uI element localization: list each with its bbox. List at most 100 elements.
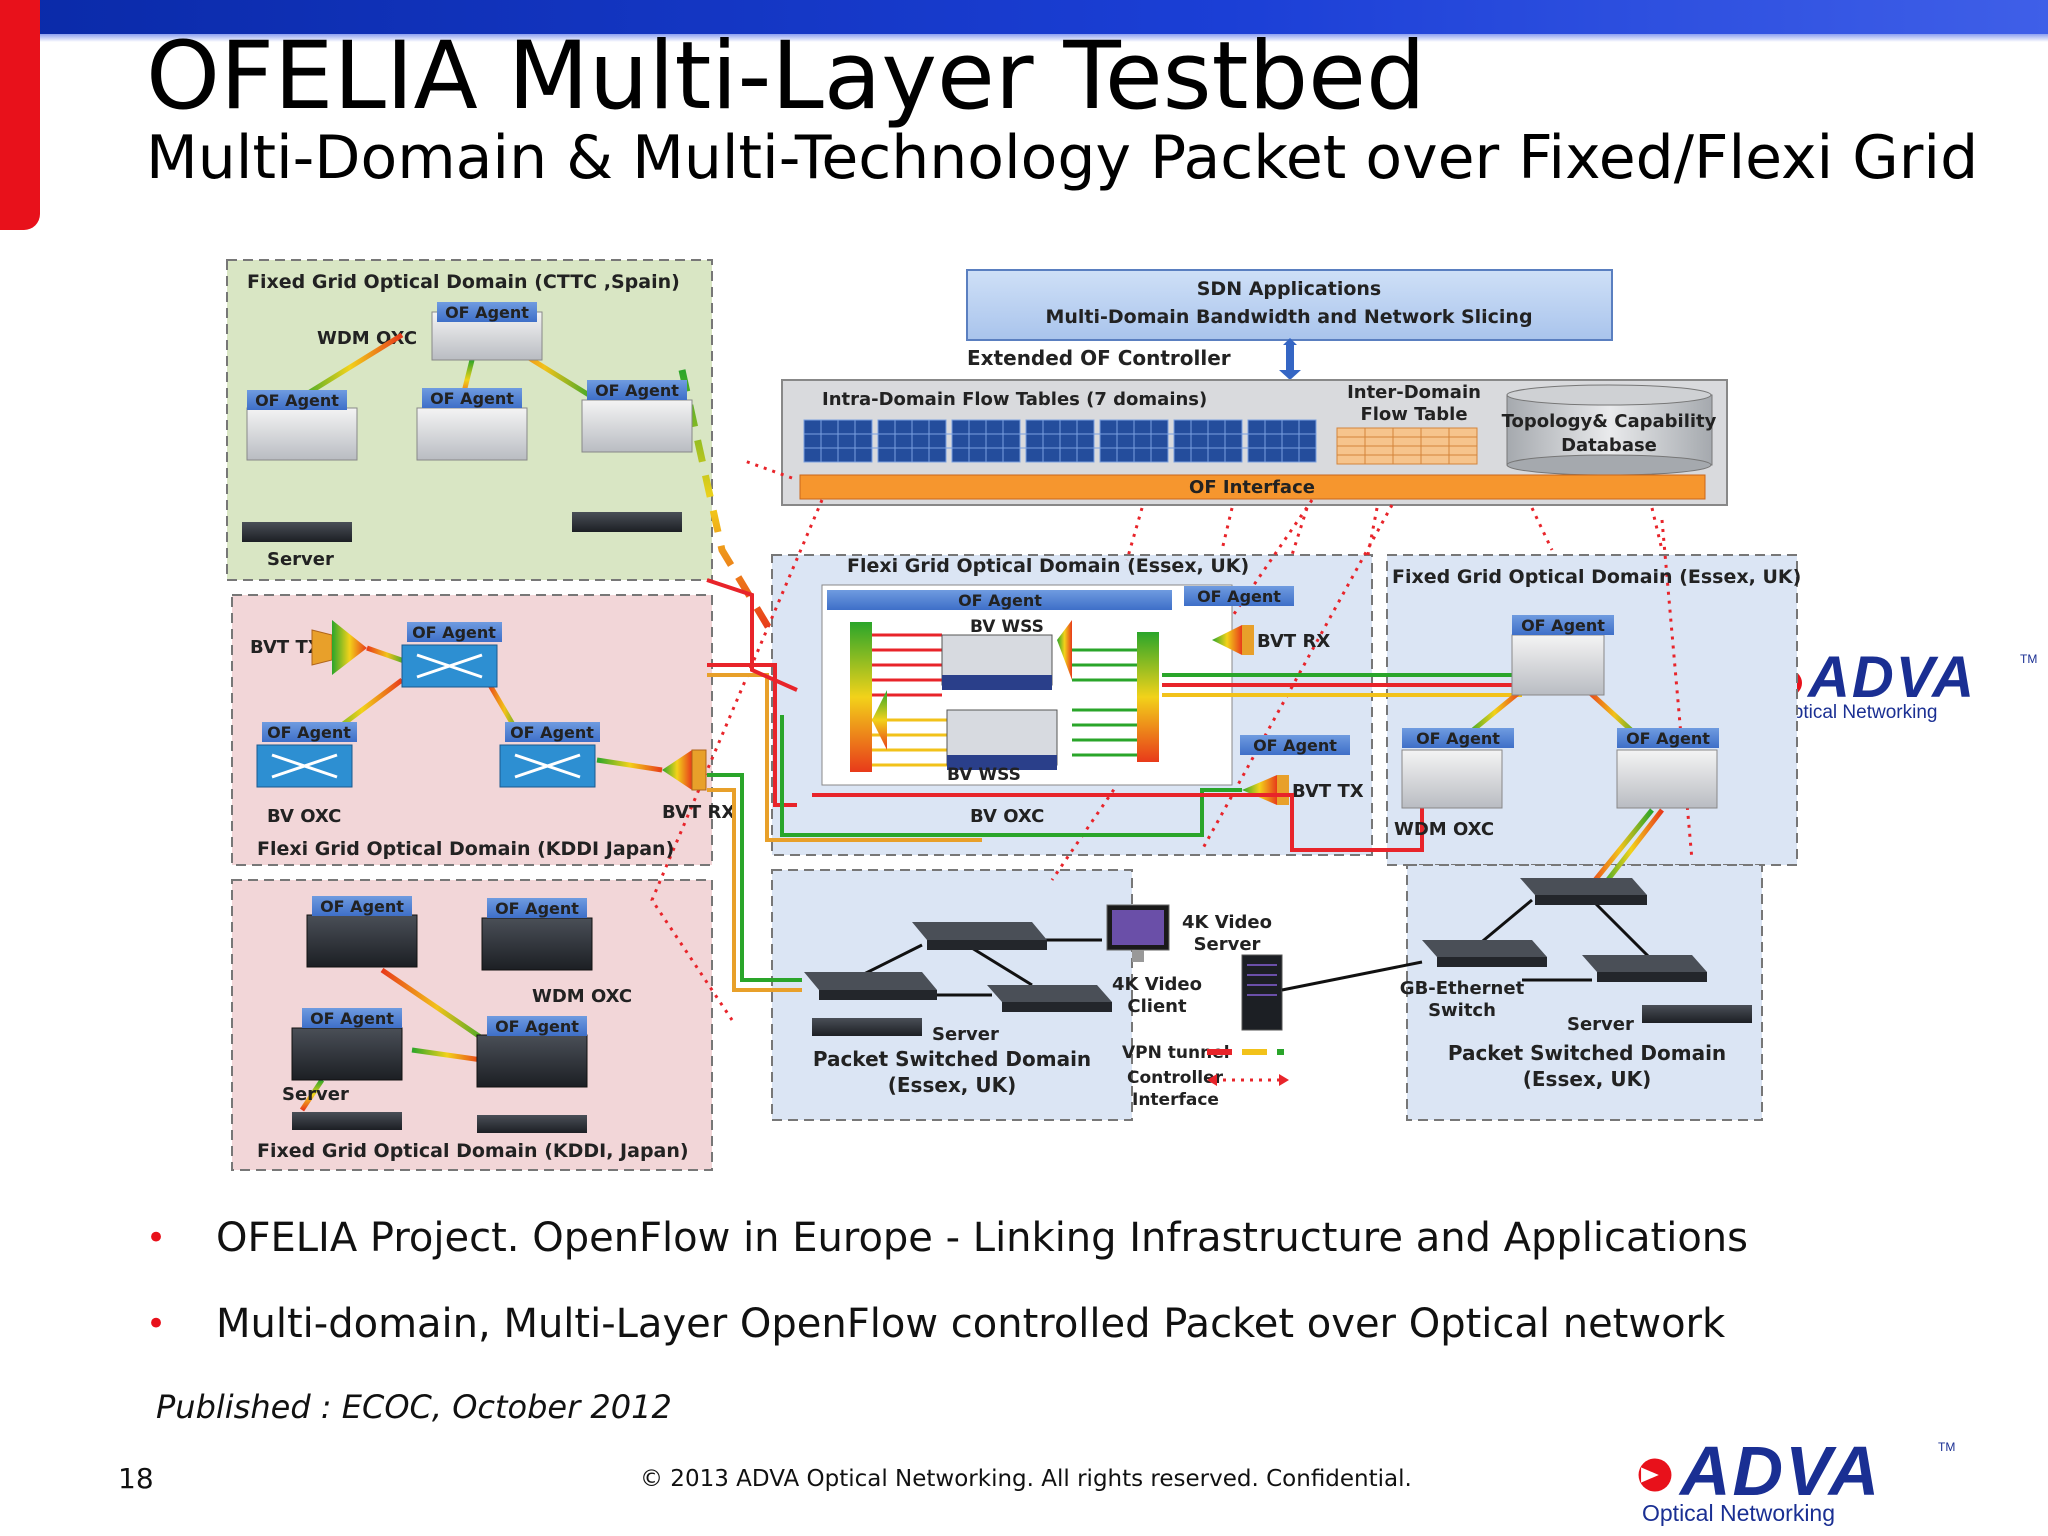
- sdn-applications-box: [966, 269, 1613, 341]
- essex-fixed-title: Fixed Grid Optical Domain (Essex, UK): [1392, 566, 1801, 588]
- packet-right-switch-right-icon: [1582, 955, 1707, 982]
- bullet-item: • Multi-domain, Multi-Layer OpenFlow con…: [146, 1298, 1946, 1384]
- of-agent-badge: [437, 302, 537, 322]
- cttc-wdm-oxc-right: OF Agent: [581, 380, 693, 453]
- kddi-bvt-tx-icon: [311, 629, 333, 666]
- kddi-flexi-bvt-tx-label: BVT TX: [250, 637, 322, 658]
- intra-flow-tables: [803, 419, 1317, 463]
- legend-vpn-label: VPN tunnel: [1122, 1043, 1230, 1063]
- legend-arrow-right-icon: [1279, 1074, 1289, 1086]
- inter-domain-label: Inter-Domain: [1347, 382, 1481, 403]
- of-agent-label: OF Agent: [255, 391, 339, 410]
- packet-right-switch-top-icon: [1520, 878, 1647, 905]
- packet-left-server-label: Server: [932, 1024, 999, 1045]
- kddi-wdm-oxc-d: OF Agent: [476, 1016, 588, 1088]
- bullet-text: OFELIA Project. OpenFlow in Europe - Lin…: [216, 1215, 1748, 1261]
- topology-label: Topology& Capability: [1502, 411, 1717, 432]
- essex-bv-wss-top-icon: [941, 634, 1053, 690]
- cttc-wdm-label: WDM OXC: [317, 328, 417, 349]
- of-agent-label: OF Agent: [958, 591, 1042, 610]
- domain-essex-fixed-box: [1386, 554, 1798, 866]
- video-server-rack-icon: [1241, 954, 1283, 1031]
- of-agent-label: OF Agent: [495, 1017, 579, 1036]
- packet-left-title: Packet Switched Domain: [813, 1047, 1091, 1071]
- adva-logo-mid: ADVA TM Optical Networking: [1774, 645, 2038, 728]
- published-note: Published : ECOC, October 2012: [156, 1388, 672, 1426]
- legend-controller-line2: Interface: [1132, 1090, 1219, 1110]
- essex-bvt-rx-label: BVT RX: [1257, 631, 1330, 652]
- of-agent-label: OF Agent: [310, 1009, 394, 1028]
- of-agent-badge: [1617, 728, 1719, 748]
- essex-mux-arrows: [872, 633, 1137, 767]
- cttc-wdm-oxc-mid: OF Agent: [416, 388, 528, 461]
- video-client-monitor-icon: [1106, 904, 1170, 962]
- kddi-bv-oxc-top: OF Agent: [401, 622, 502, 688]
- of-agent-label: OF Agent: [1521, 616, 1605, 635]
- of-agent-badge: [487, 1016, 587, 1036]
- top-banner: [0, 0, 2048, 34]
- essex-bvt-tx-icon: [1277, 775, 1289, 805]
- packet-right-server-label: Server: [1567, 1014, 1634, 1035]
- essex-mux-left-icon: [850, 622, 872, 772]
- testbed-diagram: SDN Applications Multi-Domain Bandwidth …: [226, 259, 1801, 1171]
- essex-wdm-oxc-left: OF Agent: [1401, 728, 1514, 809]
- of-agent-badge: [262, 722, 357, 742]
- packet-right-switch-left-icon: [1422, 940, 1547, 967]
- essex-flexi-title: Flexi Grid Optical Domain (Essex, UK): [847, 555, 1249, 577]
- of-agent-badge: [312, 896, 412, 916]
- essex-bvt-rx-cone-icon: [1212, 625, 1242, 655]
- of-agent-badge: [1240, 735, 1350, 755]
- video-client-line1: 4K Video: [1112, 974, 1202, 995]
- essex-wdm-oxc-top: OF Agent: [1511, 615, 1614, 696]
- bullet-list: • OFELIA Project. OpenFlow in Europe - L…: [146, 1212, 1946, 1384]
- database-label: Database: [1561, 435, 1657, 456]
- of-interface-label: OF Interface: [1189, 477, 1315, 498]
- essex-lens-b-icon: [1057, 620, 1072, 680]
- of-agent-badge: [247, 390, 347, 410]
- essex-lens-a-icon: [872, 690, 887, 750]
- cttc-title: Fixed Grid Optical Domain (CTTC ,Spain): [247, 271, 680, 293]
- of-agent-label: OF Agent: [1416, 729, 1500, 748]
- essex-fixed-wdm-label: WDM OXC: [1394, 819, 1494, 840]
- video-client-line2: Client: [1127, 996, 1187, 1017]
- packet-right-switch-line1: GB-Ethernet: [1400, 978, 1525, 999]
- of-agent-badge: [407, 622, 502, 642]
- essex-bvt-tx-label: BVT TX: [1292, 781, 1364, 802]
- copyright-footer: © 2013 ADVA Optical Networking. All righ…: [640, 1466, 1412, 1492]
- kddi-server-right-icon: [477, 1115, 587, 1133]
- packet-left-server-icon: [812, 1018, 922, 1036]
- domain-packet-right-box: [1406, 864, 1763, 1121]
- packet-switch-right-icon: [987, 985, 1112, 1012]
- bullet-text: Multi-domain, Multi-Layer OpenFlow contr…: [216, 1301, 1726, 1347]
- sdn-applications-label: SDN Applications: [1197, 278, 1381, 300]
- inter-flow-table-label: Flow Table: [1360, 404, 1467, 425]
- of-agent-label: OF Agent: [495, 899, 579, 918]
- of-agent-badge: [1512, 615, 1614, 635]
- of-agent-badge: [1184, 586, 1294, 606]
- adva-logo-tm: TM: [2020, 652, 2038, 666]
- adva-logo-tagline: Optical Networking: [1642, 1500, 1836, 1526]
- packet-right-server-icon: [1642, 1005, 1752, 1023]
- of-agent-label: OF Agent: [412, 623, 496, 642]
- slide-title: OFELIA Multi-Layer Testbed: [146, 22, 1426, 131]
- video-server-link: [1281, 960, 1423, 992]
- of-agent-badge: [505, 722, 600, 742]
- inter-flow-table: [1336, 427, 1478, 465]
- kddi-wdm-oxc-c: OF Agent: [291, 1008, 403, 1081]
- essex-fixed-links: [1465, 688, 1664, 892]
- of-agent-label: OF Agent: [267, 723, 351, 742]
- adva-logo-tm: TM: [1938, 1440, 1956, 1454]
- cttc-server-right-icon: [572, 512, 682, 532]
- of-agent-badge: [587, 380, 687, 400]
- essex-bvt-tx-cone-icon: [1242, 775, 1277, 805]
- of-agent-badge: [302, 1008, 402, 1028]
- of-agent-label: OF Agent: [430, 389, 514, 408]
- packet-left-location: (Essex, UK): [888, 1073, 1017, 1097]
- adva-logo-footer: ADVA TM Optical Networking: [1636, 1436, 1956, 1526]
- cttc-server-label: Server: [267, 549, 334, 570]
- adva-logo-tagline: Optical Networking: [1778, 702, 1938, 723]
- of-agent-label: OF Agent: [1253, 736, 1337, 755]
- controller-arrow-icon: [1279, 338, 1301, 380]
- extended-controller-label: Extended OF Controller: [967, 346, 1231, 370]
- adva-logo-word: ADVA: [1808, 645, 1977, 710]
